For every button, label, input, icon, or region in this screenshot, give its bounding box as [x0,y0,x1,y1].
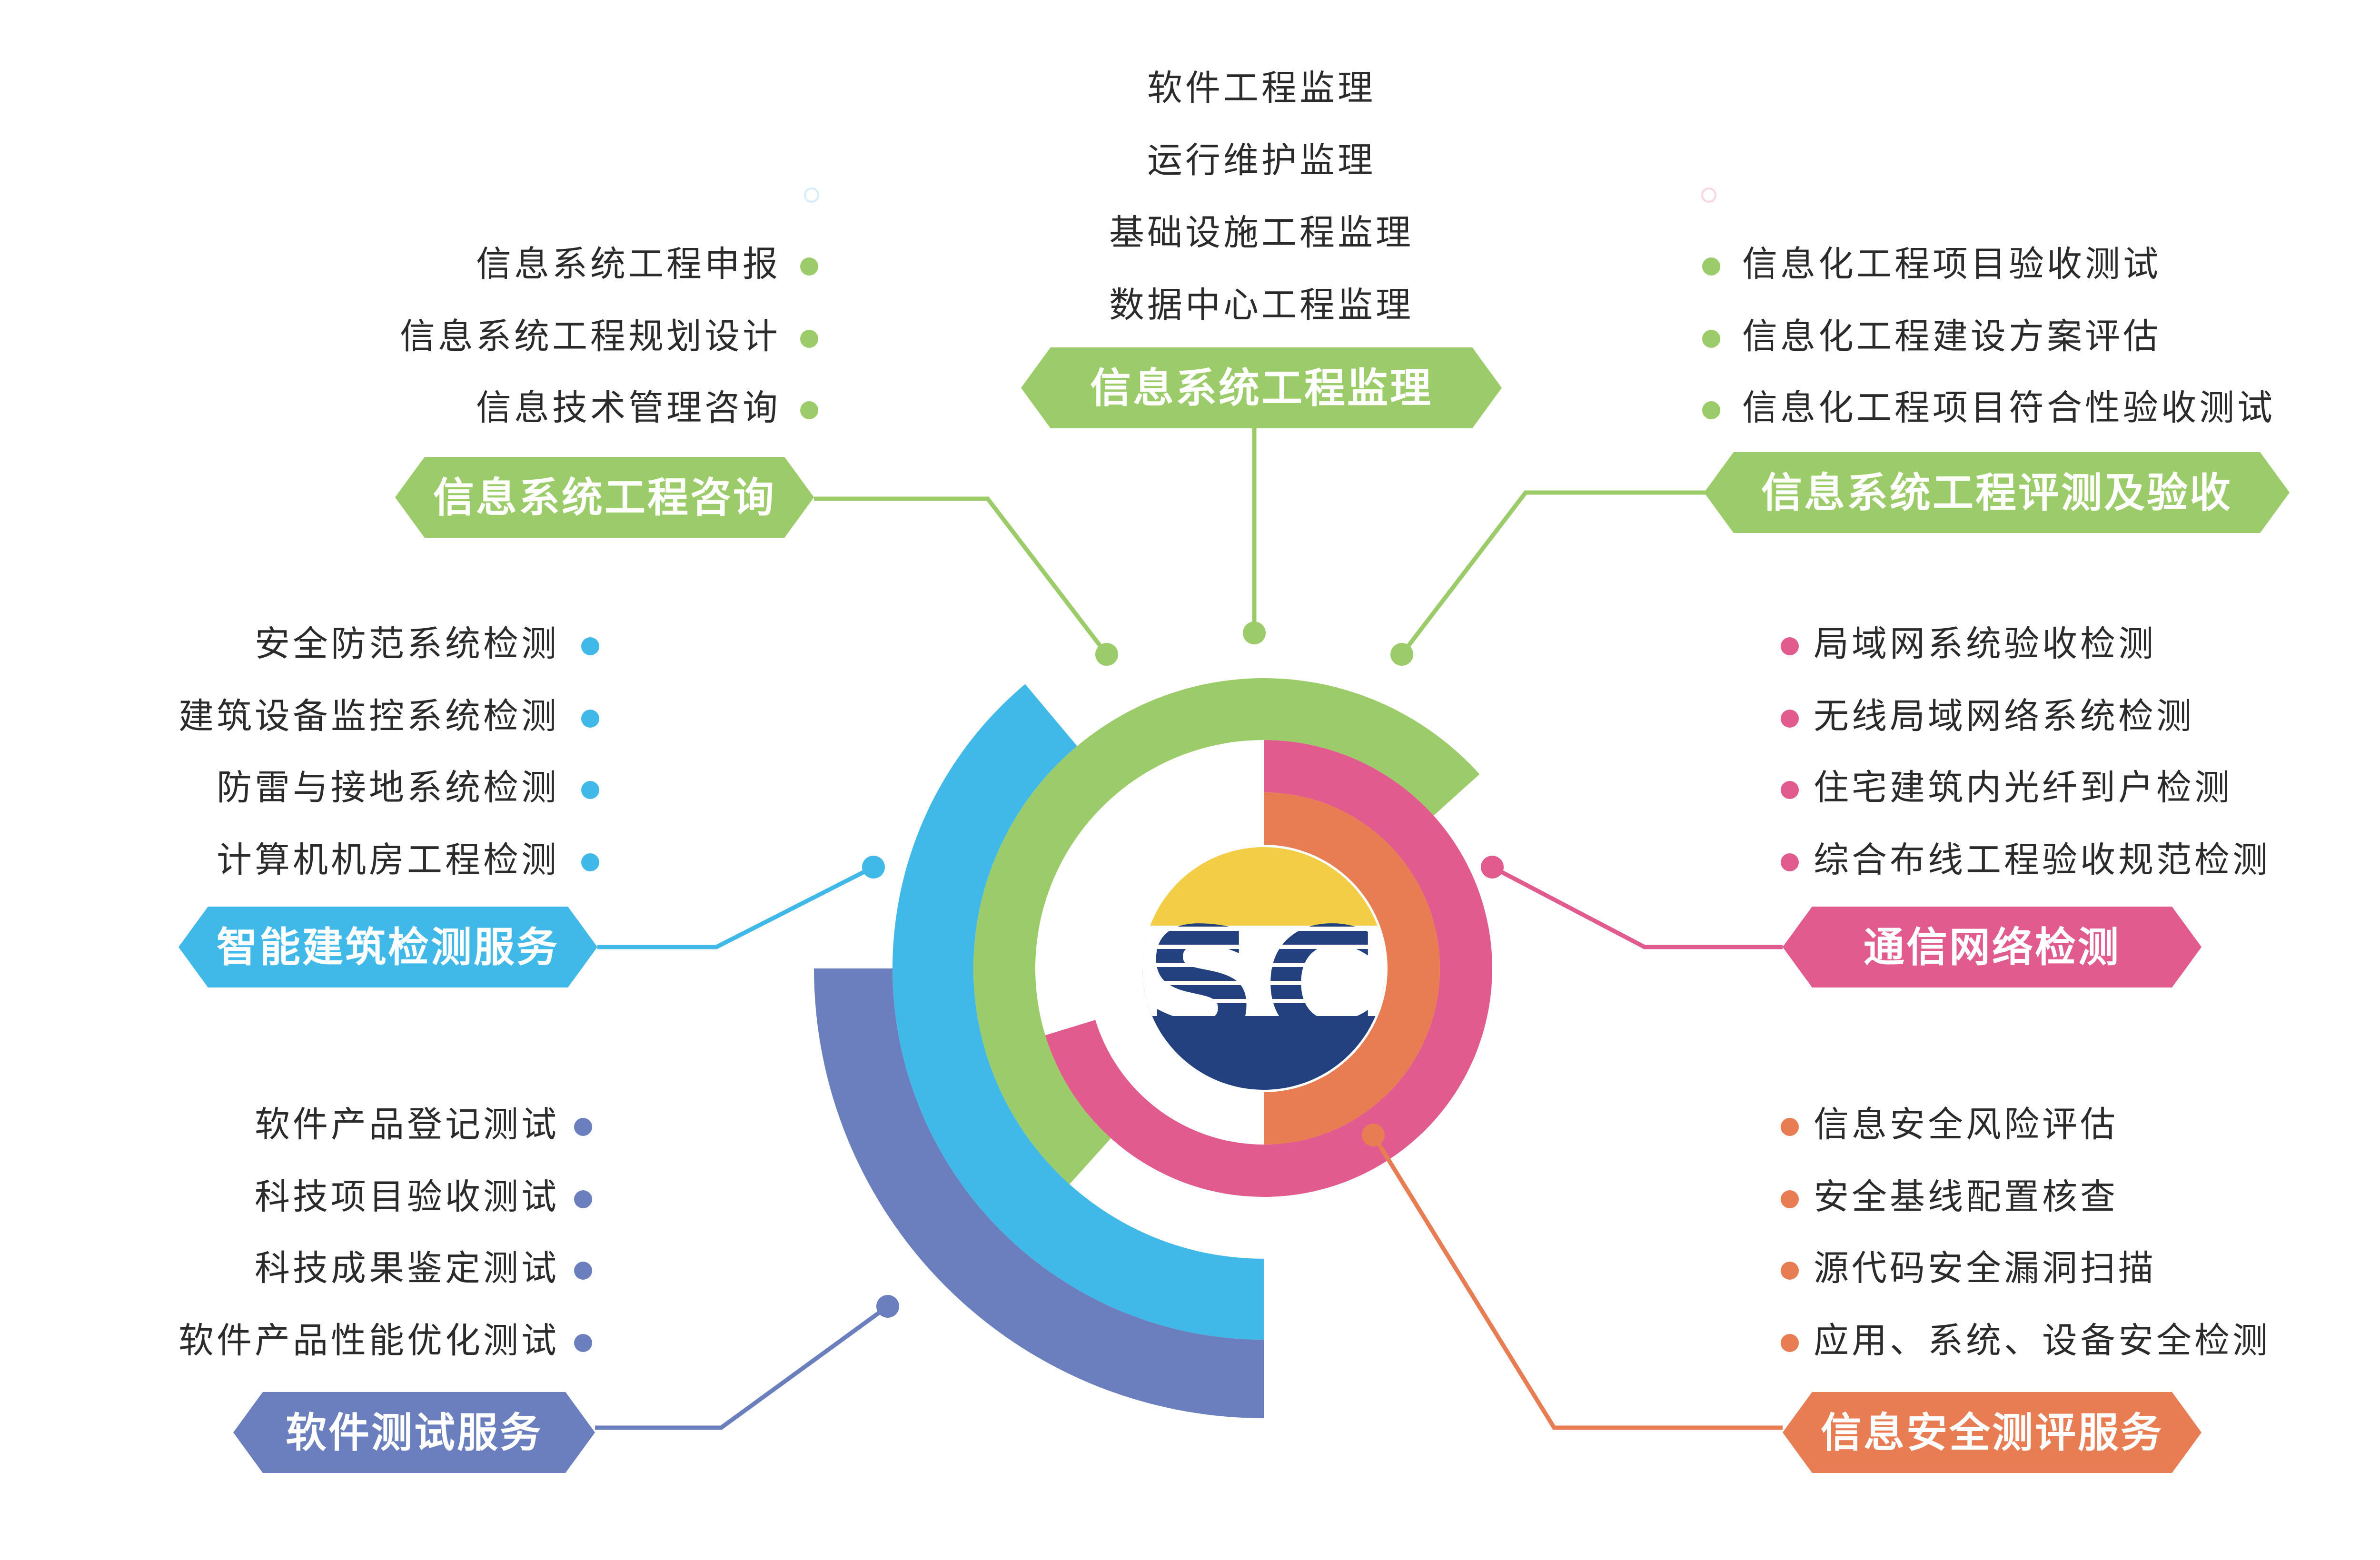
service-item: 信息安全风险评估 [1814,1104,2118,1145]
service-item: 计算机机房工程检测 [217,839,559,880]
bullet-dot [800,401,818,419]
service-item: 数据中心工程监理 [1109,285,1414,326]
service-item: 信息化工程建设方案评估 [1742,316,2161,357]
service-item: 无线局域网络系统检测 [1814,696,2194,737]
service-item: 科技成果鉴定测试 [255,1248,559,1289]
badge-supervise [1021,347,1502,428]
connector-end-dot-consult [1095,643,1118,666]
bullet-dot [1781,781,1799,799]
arc-orange [1264,792,1440,1145]
badge-evaluate [1704,452,2290,533]
connector-end-dot-network [1481,856,1504,879]
service-item: 软件产品性能优化测试 [178,1320,559,1361]
badge-security [1783,1392,2202,1473]
bullet-dot [1781,1190,1799,1208]
bullet-dot [1702,257,1720,276]
bullet-dot [574,1334,592,1352]
connector-network [1491,865,1783,949]
bullet-dot [574,1190,592,1208]
logo-stripe [1142,945,1385,949]
service-item: 局域网系统验收检测 [1814,623,2156,664]
service-item: 运行维护监理 [1147,140,1376,181]
bullet-dot [574,1118,592,1136]
badge-title-security: 信息安全测评服务 [1821,1409,2163,1457]
service-item: 安全防范系统检测 [255,623,559,664]
service-item: 信息系统工程申报 [476,244,781,285]
arc-green [973,678,1480,1185]
service-item: 信息技术管理咨询 [476,387,781,428]
arc-blue [892,684,1264,1340]
badge-software [233,1392,595,1473]
service-item: 源代码安全漏洞扫描 [1814,1248,2156,1289]
logo-text: SC [1145,894,1383,1077]
logo-stripe [1142,999,1385,1003]
decor-dot [804,188,819,203]
bullet-dot [1781,710,1799,728]
bullet-dot [1781,1334,1799,1352]
badge-title-supervise: 信息系统工程监理 [1090,365,1433,412]
service-item: 建筑设备监控系统检测 [178,696,559,737]
bullet-dot [1781,1118,1799,1136]
badge-title-network: 通信网络检测 [1864,924,2121,971]
connector-evaluate [1400,490,1711,656]
badge-building [178,907,597,987]
bullet-dot [1702,330,1720,348]
connector-end-dot-security [1362,1124,1385,1146]
service-item: 应用、系统、设备安全检测 [1814,1320,2271,1361]
connector-software [595,1304,889,1430]
bullet-dot [581,637,599,655]
connector-end-dot-software [876,1295,899,1318]
service-item: 综合布线工程验收规范检测 [1814,839,2271,880]
badge-consult [395,457,814,538]
service-item: 软件产品登记测试 [255,1104,559,1145]
connector-consult [814,496,1109,656]
logo-stripe [1142,963,1385,967]
bullet-dot [800,257,818,276]
service-item: 安全基线配置核查 [1814,1176,2118,1217]
arc-purple [814,968,1264,1418]
connector-end-dot-evaluate [1390,643,1413,666]
connector-building [597,865,875,949]
service-item: 基础设施工程监理 [1109,212,1414,253]
service-item: 科技项目验收测试 [255,1176,559,1217]
bullet-dot [1702,401,1720,419]
bullet-dot [1781,1262,1799,1280]
decor-dot [1701,188,1716,203]
connector-end-dot-supervise [1243,622,1266,644]
service-item: 防雷与接地系统检测 [217,767,559,808]
connector-end-dot-building [862,856,885,879]
logo-stripe [1142,927,1385,931]
service-item: 住宅建筑内光纤到户检测 [1814,767,2232,808]
service-item: 软件工程监理 [1147,68,1376,109]
bullet-dot [581,710,599,728]
badge-title-consult: 信息系统工程咨询 [433,474,776,522]
bullet-dot [1781,853,1799,871]
badge-network [1783,907,2202,987]
service-item: 信息化工程项目符合性验收测试 [1742,387,2275,428]
bullet-dot [574,1262,592,1280]
service-item: 信息化工程项目验收测试 [1742,244,2161,285]
badge-title-building: 智能建筑检测服务 [217,924,559,971]
bullet-dot [581,853,599,871]
logo-stripe [1142,981,1385,985]
service-item: 信息系统工程规划设计 [400,316,781,357]
logo: SC [1142,847,1385,1090]
bullet-dot [581,781,599,799]
bullet-dot [1781,637,1799,655]
badge-title-evaluate: 信息系统工程评测及验收 [1761,469,2232,517]
bullet-dot [800,330,818,348]
badge-title-software: 软件测试服务 [286,1409,543,1457]
connector-security [1371,1134,1783,1430]
